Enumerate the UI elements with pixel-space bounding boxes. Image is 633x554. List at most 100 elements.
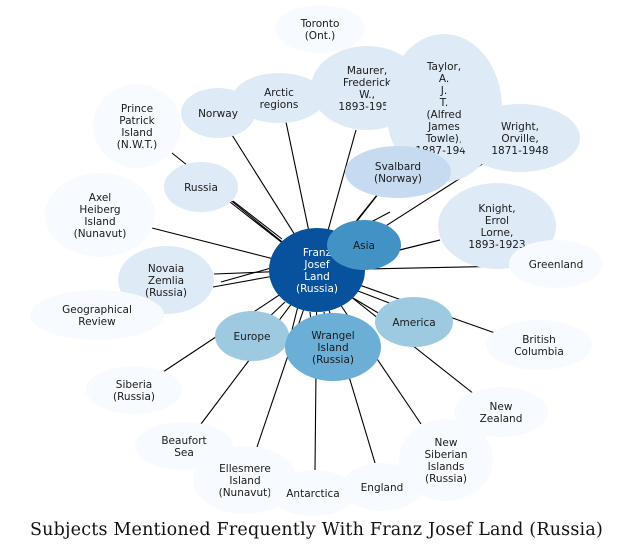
node-prince-label-line: Island bbox=[121, 127, 152, 139]
node-antarctica: Antarctica bbox=[270, 470, 356, 516]
node-taylor-label-line: (Alfred bbox=[426, 109, 461, 121]
node-newzealand-label-line: Zealand bbox=[480, 413, 523, 425]
node-newsiberian-label-line: Siberian bbox=[424, 449, 467, 461]
node-toronto-label-line: (Ont.) bbox=[305, 30, 336, 42]
node-ellesmere-label-line: (Nunavut) bbox=[219, 487, 272, 499]
node-taylor-label-line: A. bbox=[439, 73, 449, 85]
node-newsiberian-label-line: New bbox=[435, 437, 458, 449]
node-wrangel-label-line: (Russia) bbox=[312, 354, 354, 366]
node-geographical-label-line: Review bbox=[78, 316, 116, 328]
node-franz-josef-land-label-line: Josef bbox=[303, 259, 329, 271]
node-arctic-label-line: Arctic bbox=[264, 87, 294, 99]
node-asia: Asia bbox=[327, 220, 401, 270]
node-svalbard-label-line: Svalbard bbox=[375, 161, 421, 173]
node-europe-label-line: Europe bbox=[234, 331, 271, 343]
node-ellesmere-label-line: Ellesmere bbox=[219, 463, 271, 475]
node-maurer-label-line: 1893-1959 bbox=[338, 101, 395, 113]
node-siberia-label-line: (Russia) bbox=[113, 391, 155, 403]
node-british-label-line: British bbox=[522, 334, 556, 346]
node-newsiberian-label-line: Islands bbox=[428, 461, 465, 473]
node-knight-label-line: Errol bbox=[485, 215, 509, 227]
node-newzealand-label-line: New bbox=[490, 401, 513, 413]
node-svalbard: Svalbard(Norway) bbox=[345, 146, 451, 198]
node-arctic-ellipse bbox=[233, 73, 325, 123]
node-toronto: Toronto(Ont.) bbox=[275, 5, 365, 53]
node-beaufort-label-line: Beaufort bbox=[161, 435, 206, 447]
node-novaia-label-line: Novaia bbox=[148, 263, 184, 275]
node-maurer-label-line: Frederick bbox=[343, 77, 392, 89]
node-europe: Europe bbox=[215, 311, 289, 361]
node-taylor-label-line: Towle), bbox=[425, 133, 462, 145]
node-america-ellipse bbox=[375, 297, 453, 347]
node-england-label-line: England bbox=[361, 482, 404, 494]
node-british-label-line: Columbia bbox=[514, 346, 564, 358]
node-axel-ellipse bbox=[45, 173, 155, 257]
edge-segment-10 bbox=[352, 297, 381, 315]
node-norway: Norway bbox=[181, 88, 255, 138]
node-axel-label-line: (Nunavut) bbox=[74, 228, 127, 240]
node-england-ellipse bbox=[342, 463, 422, 511]
node-prince-label-line: (N.W.T.) bbox=[117, 139, 157, 151]
node-asia-label-line: Asia bbox=[353, 240, 375, 252]
node-taylor-label-line: T. bbox=[439, 97, 449, 109]
nodes: Toronto(Ont.)Maurer,FrederickW.,1893-195… bbox=[30, 5, 603, 516]
node-taylor-label-line: Taylor, bbox=[426, 61, 461, 73]
node-axel-label-line: Island bbox=[84, 216, 115, 228]
node-knight-label-line: 1893-1923 bbox=[468, 239, 525, 251]
node-wright-ellipse bbox=[460, 104, 580, 172]
node-arctic-label-line: regions bbox=[260, 99, 299, 111]
node-taylor-label-line: James bbox=[427, 121, 460, 133]
node-prince-label-line: Prince bbox=[121, 103, 153, 115]
node-taylor-label-line: J. bbox=[440, 85, 447, 97]
edge-segment-7 bbox=[291, 305, 299, 331]
node-toronto-label-line: Toronto bbox=[300, 18, 340, 30]
node-svalbard-ellipse bbox=[345, 146, 451, 198]
node-novaia-label-line: (Russia) bbox=[145, 287, 187, 299]
node-antarctica-label-line: Antarctica bbox=[286, 488, 340, 500]
node-geographical-label-line: Geographical bbox=[62, 304, 132, 316]
node-maurer-label-line: Maurer, bbox=[347, 65, 387, 77]
edge-segment-3 bbox=[232, 200, 283, 240]
node-prince-ellipse bbox=[93, 84, 181, 168]
node-british-ellipse bbox=[486, 320, 592, 370]
node-novaia-label-line: Zemlia bbox=[148, 275, 184, 287]
node-franz-josef-land-label-line: Land bbox=[304, 271, 330, 283]
node-axel-label-line: Axel bbox=[89, 192, 111, 204]
node-beaufort-label-line: Sea bbox=[174, 447, 194, 459]
edge-segment-5 bbox=[220, 267, 272, 283]
node-wrangel-ellipse bbox=[285, 313, 381, 381]
node-siberia-ellipse bbox=[86, 366, 182, 414]
node-greenland-ellipse bbox=[509, 240, 603, 288]
node-wright-label-line: Wright, bbox=[501, 121, 539, 133]
node-franz-josef-land-label-line: Franz bbox=[303, 247, 332, 259]
node-norway-ellipse bbox=[181, 88, 255, 138]
edge-segment-11 bbox=[357, 290, 393, 305]
node-ellesmere-label-line: Island bbox=[229, 475, 260, 487]
node-europe-ellipse bbox=[215, 311, 289, 361]
edge-segment-4 bbox=[212, 275, 275, 288]
node-knight-label-line: Lorne, bbox=[481, 227, 514, 239]
node-franz-josef-land-label-line: (Russia) bbox=[296, 283, 338, 295]
diagram-caption: Subjects Mentioned Frequently With Franz… bbox=[29, 520, 604, 540]
node-america: America bbox=[375, 297, 453, 347]
node-wright-label-line: 1871-1948 bbox=[491, 145, 548, 157]
node-maurer-label-line: W., bbox=[359, 89, 375, 101]
node-axel-label-line: Heiberg bbox=[79, 204, 120, 216]
node-siberia: Siberia(Russia) bbox=[86, 366, 182, 414]
node-russia: Russia bbox=[164, 162, 238, 212]
node-knight-label-line: Knight, bbox=[478, 203, 515, 215]
node-wright: Wright,Orville,1871-1948 bbox=[460, 104, 580, 172]
node-newsiberian-label-line: (Russia) bbox=[425, 473, 467, 485]
node-wrangel-label-line: Island bbox=[317, 342, 348, 354]
node-america-label-line: America bbox=[392, 317, 435, 329]
node-greenland: Greenland bbox=[509, 240, 603, 288]
